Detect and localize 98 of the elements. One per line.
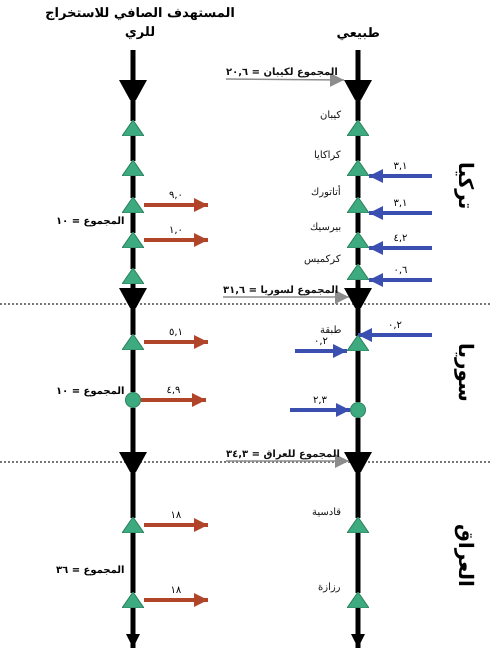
river-line [356, 418, 360, 452]
dam-triangle [347, 517, 369, 533]
dam-triangle [347, 335, 369, 351]
flow-arrow [358, 328, 432, 342]
total-label: المجموع لسوريا = ٣١,٦ [223, 285, 338, 297]
flow-arrow [295, 344, 347, 358]
flow-value: ٠,٢ [387, 320, 403, 331]
dam-name: كركميس [304, 254, 341, 266]
river-line [356, 533, 360, 593]
border-funnel [344, 452, 372, 472]
country-label: تركيا [453, 162, 479, 209]
total-label: المجموع لكيبان = ٢٠,٦ [226, 67, 338, 79]
border-funnel [344, 288, 372, 308]
flow-arrow [141, 393, 206, 407]
total-label: المجموع = ٣٦ [56, 564, 124, 578]
river-line [130, 100, 136, 121]
dam-triangle [347, 264, 369, 280]
dam-triangle [347, 197, 369, 213]
total-label: المجموع = ١٠ [56, 385, 124, 399]
station-circle [125, 392, 141, 408]
river-line [356, 213, 360, 233]
dam-name: كراكايا [314, 150, 341, 162]
dam-name: رزازة [318, 582, 341, 594]
river-line [130, 472, 136, 518]
dam-name: قادسية [312, 507, 342, 519]
flow-arrow [144, 198, 208, 212]
river-line [130, 408, 136, 452]
dam-triangle [122, 268, 144, 284]
flow-arrow [126, 608, 140, 648]
flow-arrow [144, 518, 208, 532]
total-label: المجموع = ١٠ [56, 215, 124, 229]
river-line [356, 100, 360, 121]
dam-name: بيرسيك [310, 222, 342, 234]
dam-triangle [122, 120, 144, 136]
column-heading: المستهدف الصافي للاستخراج للري [44, 5, 236, 42]
river-line [130, 50, 136, 80]
river-line [356, 50, 360, 80]
river-line [356, 351, 360, 402]
flow-value: ١,٠ [168, 225, 184, 236]
river-line [130, 533, 136, 593]
river-line [130, 176, 136, 198]
dam-triangle [122, 197, 144, 213]
flow-arrow [369, 206, 432, 220]
flow-value: ٣,١ [392, 198, 408, 209]
flow-value: ٥,١ [168, 327, 184, 338]
dam-triangle [122, 517, 144, 533]
flow-arrow [351, 608, 365, 648]
flow-value: ٩,٠ [168, 190, 184, 201]
flow-value: ٣,١ [392, 161, 408, 172]
dam-triangle [122, 160, 144, 176]
country-label: العراق [453, 524, 479, 586]
flow-value: ٠,٢ [313, 336, 329, 347]
river-line [356, 176, 360, 198]
flow-arrow [369, 241, 432, 255]
dam-triangle [122, 232, 144, 248]
total-label: المجموع للعراق = ٣٤,٣ [226, 449, 340, 461]
flow-arrow [226, 72, 344, 87]
flow-arrow [144, 335, 208, 349]
dam-triangle [347, 232, 369, 248]
river-line [130, 136, 136, 161]
flow-arrow [144, 233, 208, 247]
flow-value: ٠,٦ [392, 265, 408, 276]
country-label: سوريا [453, 342, 479, 402]
dam-triangle [122, 592, 144, 608]
flow-arrow [144, 593, 208, 607]
flow-arrow [226, 454, 349, 468]
flow-arrow [223, 290, 349, 304]
river-line [356, 308, 360, 336]
dam-name: أتاتورك [311, 187, 341, 199]
flow-value: ٤,٩ [166, 385, 182, 396]
river-line [130, 350, 136, 392]
river-line [130, 248, 136, 269]
river-line [356, 280, 360, 288]
column-heading: طبيعي [336, 25, 380, 43]
flow-value: ٤,٢ [392, 233, 408, 244]
river-line [356, 136, 360, 161]
border-funnel [119, 452, 147, 472]
dam-triangle [347, 120, 369, 136]
dam-name: كيبان [320, 110, 342, 122]
border-funnel [344, 80, 372, 100]
river-line [130, 308, 136, 335]
border-funnel [119, 288, 147, 308]
flow-value: ٢,٣ [312, 395, 328, 406]
river-line [130, 213, 136, 233]
station-circle [350, 402, 366, 418]
dam-triangle [122, 334, 144, 350]
flow-arrow [369, 273, 432, 287]
dam-triangle [347, 592, 369, 608]
border-funnel [119, 80, 147, 100]
river-line [130, 284, 136, 288]
flow-arrow [290, 403, 350, 417]
dam-triangle [347, 160, 369, 176]
flow-arrow [369, 169, 432, 183]
river-line [356, 248, 360, 265]
flow-value: ١٨ [170, 510, 182, 521]
dam-name: طبقة [320, 325, 342, 337]
flow-value: ١٨ [170, 585, 182, 596]
river-line [356, 472, 360, 518]
